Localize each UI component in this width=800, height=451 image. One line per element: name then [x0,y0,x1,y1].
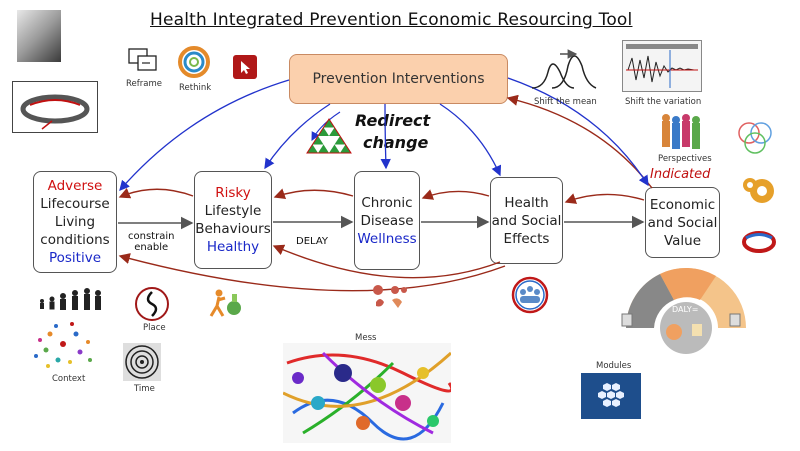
constrain-label: constrain [128,231,175,242]
feedback-economic-health [564,193,645,204]
lifecourse-line2: Living [54,214,96,230]
gears-icon [743,178,774,203]
cycle-arrows-icon [742,231,776,253]
health-social-effects-box: Health and Social Effects [490,177,563,264]
kelso-diagram-image [12,81,98,133]
time-spiral-image [123,343,161,381]
health-line3: Effects [503,230,550,247]
time-label: Time [134,384,155,394]
feedback-health-chronic [421,189,490,200]
lifecourse-line3: conditions [40,232,110,248]
daly-gauge-image [621,268,746,354]
feedback-health-lifecourse [118,253,506,292]
enable-label: enable [134,242,169,253]
prevention-interventions-box: Prevention Interventions [289,54,508,104]
rethink-label: Rethink [179,83,212,93]
reframe-icon [128,48,157,71]
place-label: Place [143,323,166,333]
health-line1: Health [504,194,549,211]
chronic-disease-box: Chronic Disease Wellness [354,171,420,270]
context-dots-image [34,322,92,368]
perspectives-label: Perspectives [658,154,712,164]
indicated-label: Indicated [650,167,711,182]
organs-icon [373,285,407,308]
delay-label: DELAY [296,236,328,247]
evolution-people-image [40,288,101,310]
shift-variation-chart-image [622,40,702,92]
lifecourse-adverse: Adverse [47,178,103,194]
community-circle-icon [511,276,549,314]
blue-arrow-to-lifestyle [264,103,331,170]
cursor-click-icon [233,55,257,79]
lifecourse-line1: Lifecourse [40,196,110,212]
venn-circles-icon [738,122,772,154]
blue-arrow-to-chronic [380,103,391,170]
lifestyle-line2: Behaviours [195,221,271,237]
chronic-line1: Chronic [361,194,413,211]
place-icon [135,287,169,321]
redirect-line-2: change [363,133,429,152]
redirect-line-1: Redirect [355,111,431,130]
blue-arrow-mid [311,111,341,141]
economic-line3: Value [663,232,702,249]
modules-hexagon-image [581,373,641,419]
modules-label: Modules [596,361,632,371]
feedback-economic-prevention [506,94,653,189]
blue-arrow-to-health [439,103,502,177]
perspectives-people-image [662,114,700,149]
shift-variation-label: Shift the variation [625,97,702,107]
redirect-change-label: Redirect change [355,110,430,154]
health-line2: and Social [491,212,562,229]
daly-label: DALY= [672,305,699,314]
feedback-chronic-lifestyle [273,188,354,200]
feedback-lifestyle-lifecourse [118,187,194,199]
sierpinski-triangle-icon [306,118,352,154]
dominoes-photo [17,10,61,62]
context-label: Context [52,374,86,384]
economic-line1: Economic [649,196,716,213]
lifecourse-positive: Positive [48,250,102,266]
economic-line2: and Social [647,214,718,231]
shift-mean-icon [531,49,597,89]
lifecourse-box: Adverse Lifecourse Living conditions Pos… [33,171,117,273]
reframe-label: Reframe [126,79,162,89]
shift-mean-label: Shift the mean [534,97,597,107]
chronic-wellness: Wellness [357,230,417,247]
feedback-health-lifestyle [272,244,501,279]
economic-social-value-box: Economic and Social Value [645,187,720,258]
constrain-enable-label: constrain enable [128,231,174,253]
diagram-title: Health Integrated Prevention Economic Re… [150,10,633,30]
mess-scribble-image [283,343,451,443]
rethink-icon [178,46,210,78]
chronic-line2: Disease [360,212,414,229]
lifestyle-risky: Risky [215,185,251,201]
blue-arrow-to-lifecourse [119,79,290,191]
lifestyle-healthy: Healthy [206,239,260,255]
lifestyle-box: Risky Lifestyle Behaviours Healthy [194,171,272,269]
lifestyle-line1: Lifestyle [204,203,262,219]
blue-arrow-to-economic [507,77,649,187]
mess-label: Mess [355,333,377,343]
exercise-apple-icon [209,289,241,317]
